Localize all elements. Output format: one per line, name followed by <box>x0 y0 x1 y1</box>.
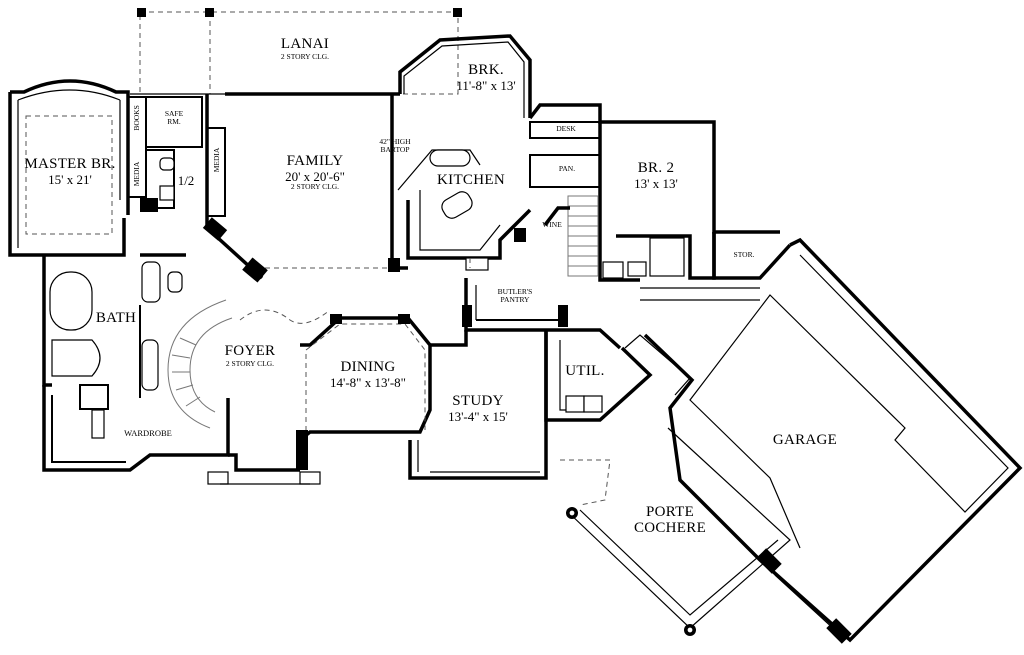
wardrobe <box>42 384 230 472</box>
porte-line2: COCHERE <box>633 519 707 536</box>
dining-dim: 14'-8" x 13'-8" <box>330 374 406 390</box>
study-label: STUDY 13'-4" x 15' <box>418 393 538 424</box>
dining-room <box>296 314 432 470</box>
study-name: STUDY <box>452 393 504 409</box>
butlers-pantry-label: BUTLER'S PANTRY <box>480 288 550 304</box>
kitchen-label: KITCHEN <box>437 172 505 188</box>
foyer <box>167 299 331 485</box>
brk-dim: 11'-8" x 13' <box>456 77 516 93</box>
br2-label: BR. 2 13' x 13' <box>606 160 706 191</box>
dining-label: DINING 14'-8" x 13'-8" <box>308 359 428 390</box>
porte-cochere-label: PORTE COCHERE <box>620 504 720 537</box>
br2-dim: 13' x 13' <box>634 175 678 191</box>
desk-label: DESK <box>556 124 576 133</box>
master-label: MASTER BR. 15' x 21' <box>20 156 120 187</box>
foyer-note: 2 STORY CLG. <box>225 358 275 368</box>
bartop-label: 42" HIGH BARTOP <box>370 138 420 154</box>
safe-rm-name2: RM. <box>167 116 181 126</box>
porte-cochere <box>560 427 791 636</box>
util-label: UTIL. <box>565 363 605 379</box>
bartop-line2: BARTOP <box>380 144 410 154</box>
family-label: FAMILY 20' x 20'-6" 2 STORY CLG. <box>250 153 380 192</box>
master-dim: 15' x 21' <box>48 171 92 187</box>
books-label: BOOKS <box>132 105 142 131</box>
stor-label: STOR. <box>733 250 755 259</box>
bedroom-2-wing <box>528 103 792 301</box>
bartop-line1: 42" HIGH <box>379 137 411 146</box>
butlers-line1: BUTLER'S <box>497 287 533 296</box>
dining-name: DINING <box>340 359 396 375</box>
safe-room <box>127 94 226 228</box>
garage <box>643 237 1023 644</box>
lanai-label: LANAI 2 STORY CLG. <box>255 36 355 61</box>
garage-label: GARAGE <box>772 432 838 448</box>
bath-label: BATH <box>95 310 137 326</box>
pan-label: PAN. <box>558 164 576 173</box>
family-room <box>202 92 400 283</box>
media-label-1: MEDIA <box>132 161 142 187</box>
lanai-note: 2 STORY CLG. <box>280 51 330 61</box>
master-bath <box>42 253 186 398</box>
foyer-label: FOYER 2 STORY CLG. <box>205 343 295 368</box>
butlers-line2: PANTRY <box>500 294 530 304</box>
porte-line1: PORTE <box>645 504 695 520</box>
brk-label: BRK. 11'-8" x 13' <box>436 62 536 93</box>
safe-rm-name: SAFE <box>164 109 184 118</box>
br2-name: BR. 2 <box>637 160 675 176</box>
foyer-name: FOYER <box>224 343 276 359</box>
master-name: MASTER BR. <box>24 156 116 172</box>
lanai-name: LANAI <box>280 36 330 52</box>
kitchen-breakfast <box>388 34 532 272</box>
family-dim: 20' x 20'-6" <box>285 168 345 184</box>
family-name: FAMILY <box>286 153 344 169</box>
media-label-2: MEDIA <box>212 147 222 173</box>
family-note: 2 STORY CLG. <box>290 182 340 192</box>
master-bedroom <box>8 79 130 257</box>
half-bath-label: 1/2 <box>177 173 195 188</box>
safe-rm-label: SAFE RM. <box>152 110 196 126</box>
study-dim: 13'-4" x 15' <box>448 408 508 424</box>
brk-name: BRK. <box>468 62 504 78</box>
wardrobe-label: WARDROBE <box>124 428 172 438</box>
wine-label: WINE <box>542 220 562 229</box>
